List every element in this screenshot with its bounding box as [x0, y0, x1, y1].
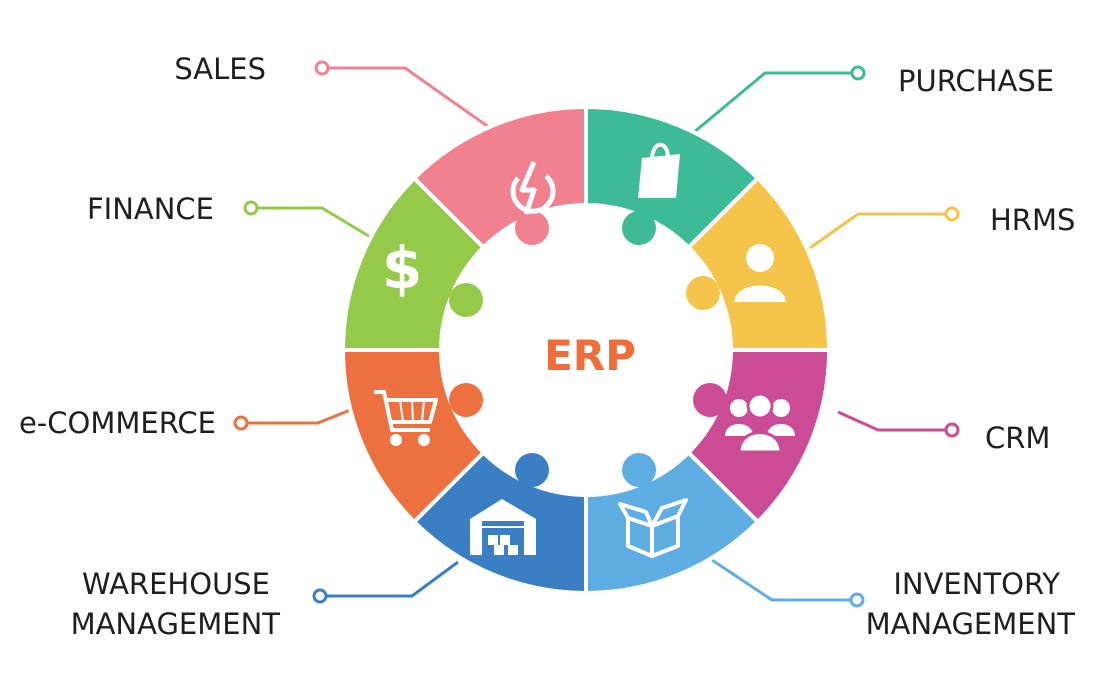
knob-sales [515, 211, 549, 245]
connector-purchase [692, 71, 858, 135]
center-label: ERP [544, 331, 636, 380]
connector-finance-dot [243, 200, 259, 216]
connector-crm [837, 410, 952, 432]
knob-ecommerce [449, 383, 483, 417]
svg-text:$: $ [382, 234, 422, 302]
connector-crm-dot [944, 422, 960, 438]
connector-sales-dot [314, 60, 330, 76]
label-finance: FINANCE [87, 192, 214, 226]
knob-finance [449, 283, 483, 317]
connector-warehouse [320, 560, 459, 598]
person-icon [734, 244, 786, 302]
dollar-icon: $ [382, 234, 422, 302]
label-hrms: HRMS [990, 203, 1075, 237]
knob-hrms [686, 276, 720, 310]
connector-sales [322, 66, 491, 130]
module-labels: SALES PURCHASE HRMS CRM INVENTORY MANAGE… [19, 52, 1075, 641]
label-inventory-line2: MANAGEMENT [866, 607, 1076, 641]
connector-warehouse-dot [312, 588, 328, 604]
people-group-icon [725, 392, 795, 454]
connector-inventory [711, 558, 857, 602]
connector-hrms [809, 212, 952, 250]
warehouse-icon [470, 499, 536, 555]
label-purchase: PURCHASE [898, 64, 1054, 98]
connector-purchase-dot [850, 65, 866, 81]
connectors [233, 60, 960, 608]
lightning-power-icon [510, 161, 556, 215]
label-crm: CRM [985, 421, 1050, 455]
connector-ecommerce-dot [233, 415, 249, 431]
label-warehouse-line2: MANAGEMENT [71, 607, 281, 641]
knob-crm [693, 383, 727, 417]
knob-warehouse [515, 453, 549, 487]
label-warehouse-line1: WAREHOUSE [82, 567, 270, 601]
knob-inventory [622, 453, 656, 487]
connector-ecommerce [241, 406, 356, 425]
connector-hrms-dot [944, 206, 960, 222]
label-inventory-line1: INVENTORY [893, 567, 1060, 601]
label-ecommerce: e-COMMERCE [19, 406, 216, 440]
connector-inventory-dot [849, 592, 865, 608]
connector-finance [251, 206, 373, 240]
open-box-icon [618, 498, 688, 558]
shopping-bag-icon [638, 142, 680, 198]
shopping-cart-icon [374, 390, 438, 446]
label-sales: SALES [174, 52, 266, 86]
puzzle-knobs [449, 211, 727, 487]
knob-purchase [622, 211, 656, 245]
segment-finance [340, 175, 487, 352]
